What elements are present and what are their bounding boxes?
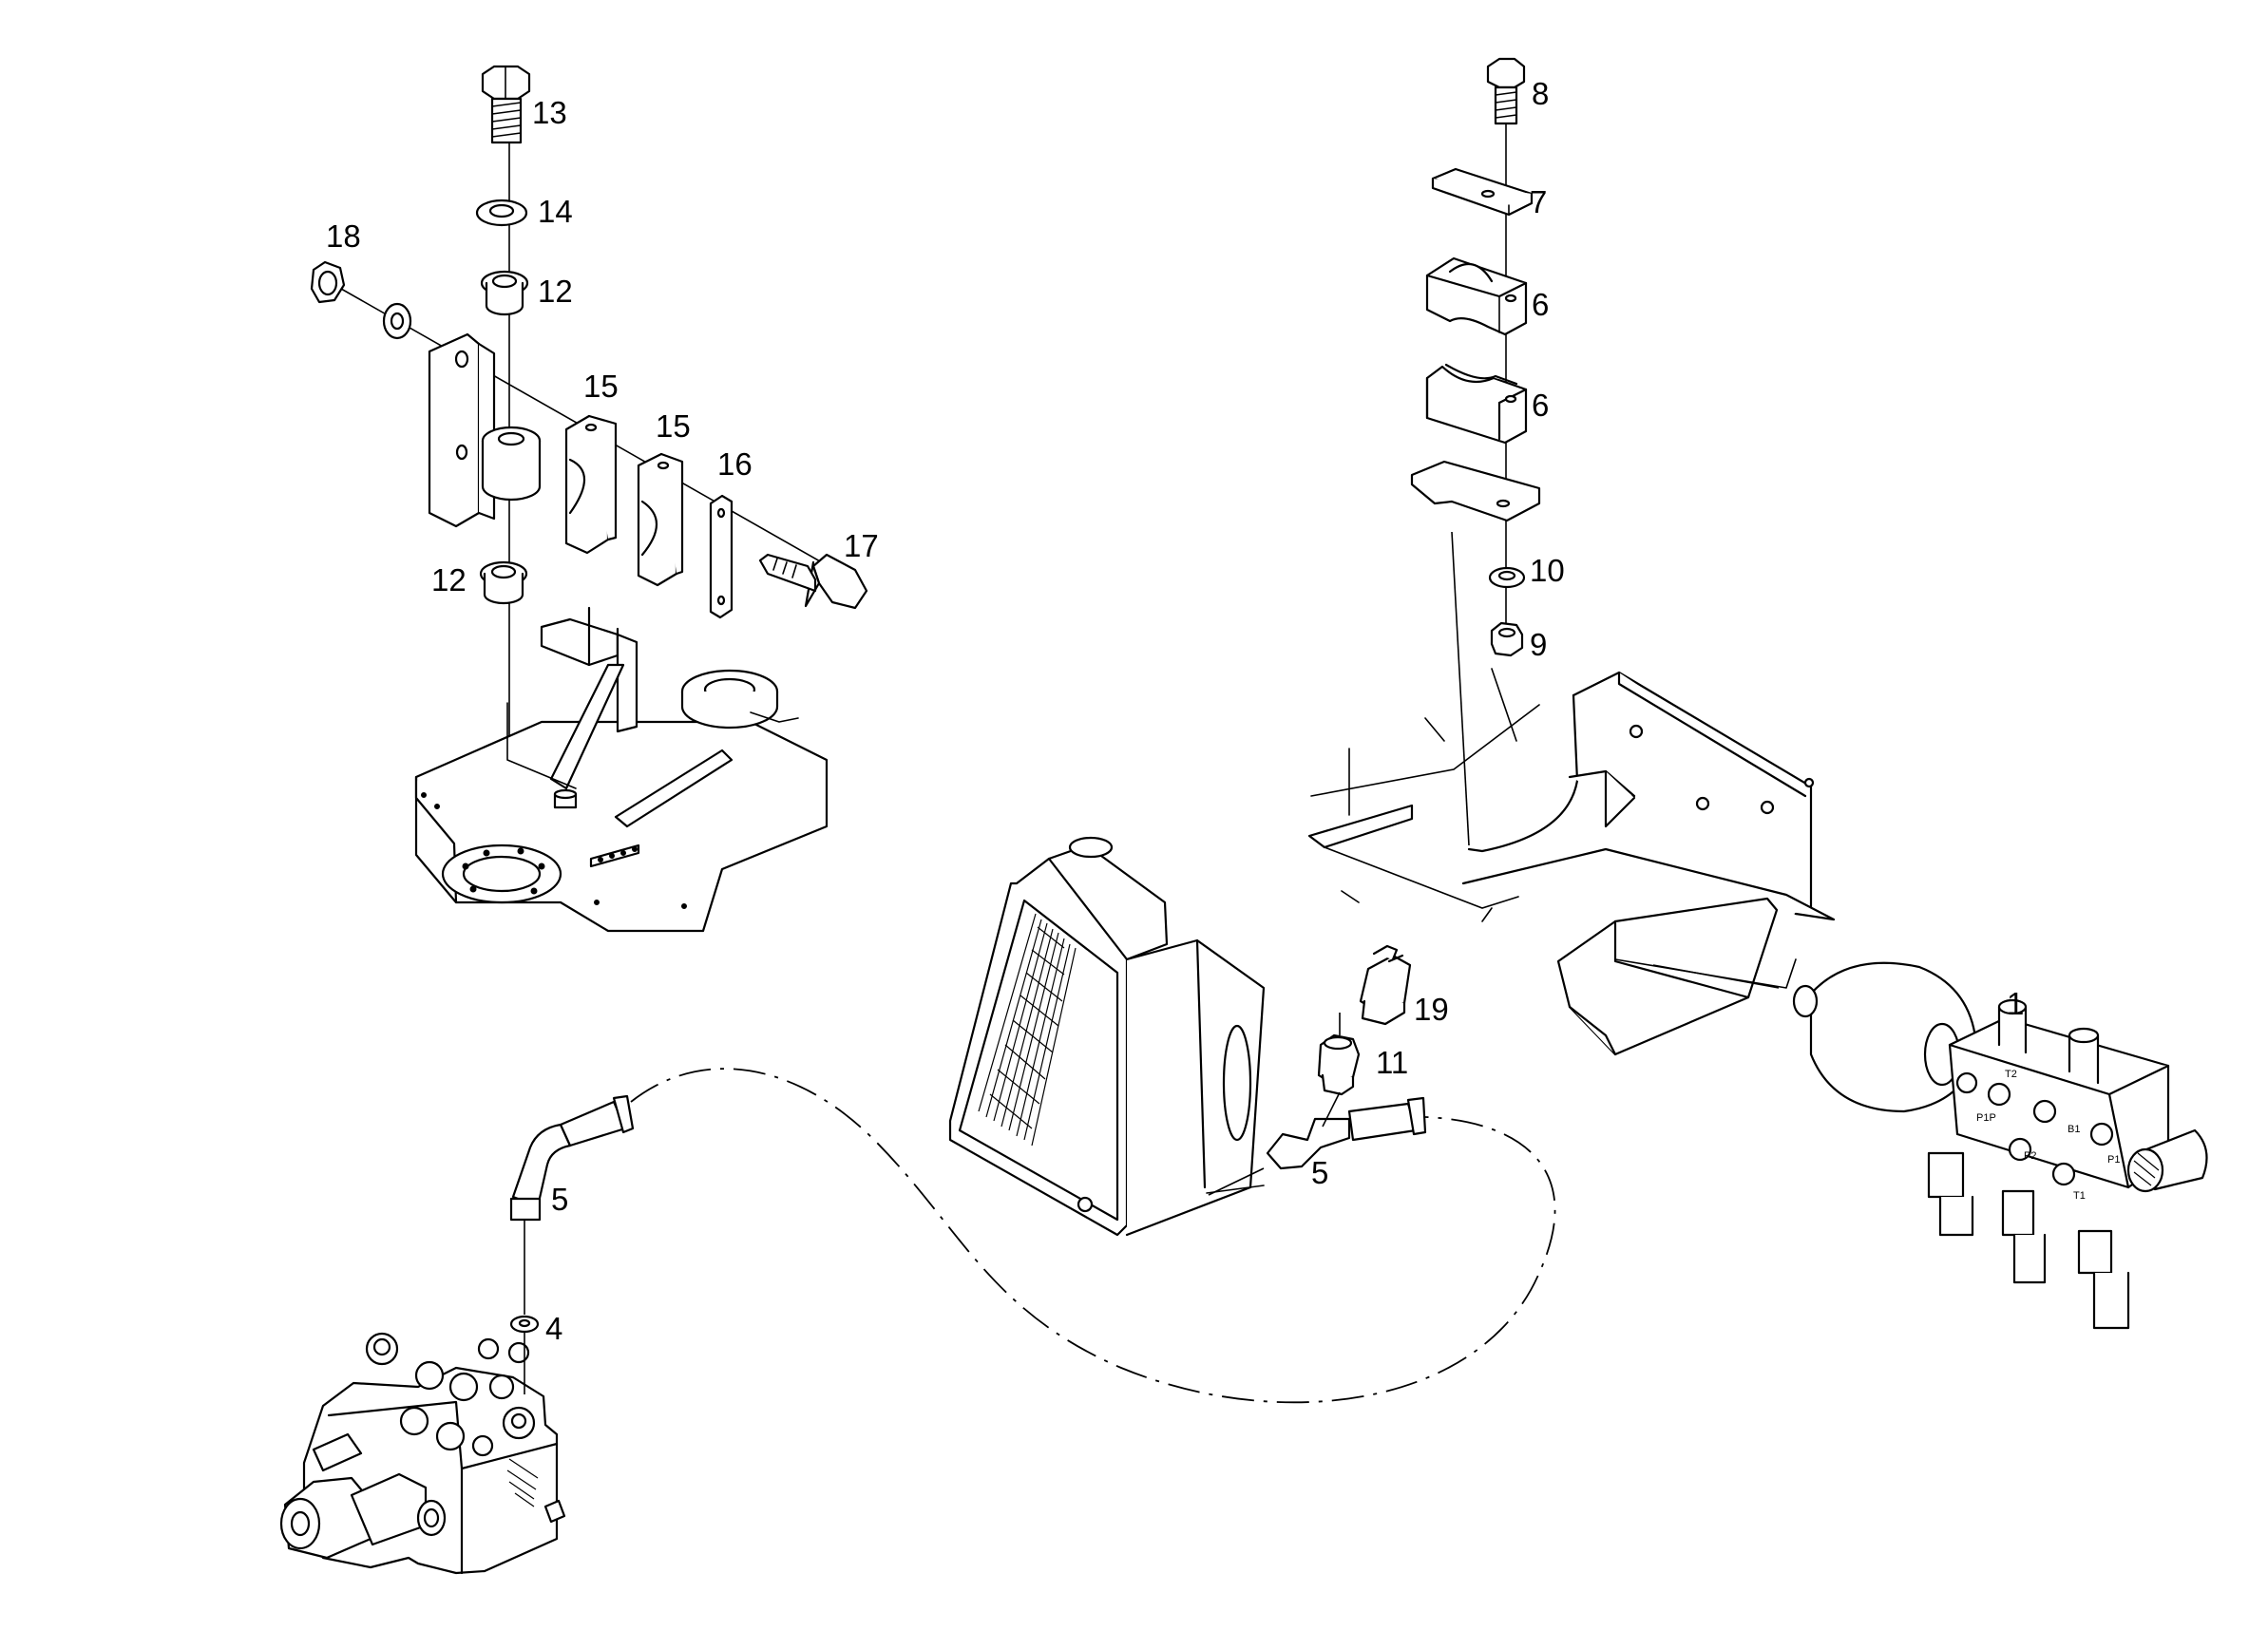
- port-label-p1: P1: [2107, 1154, 2120, 1166]
- callout-17: 17: [844, 528, 879, 563]
- callout-8: 8: [1532, 76, 1549, 111]
- plate-16: [709, 494, 734, 619]
- port-label-t2: T2: [2005, 1069, 2017, 1080]
- washer-10: [1488, 566, 1526, 589]
- hose-end-5-right: [1266, 1096, 1427, 1170]
- callout-6-lower: 6: [1532, 388, 1549, 423]
- callout-15-b: 15: [656, 408, 691, 444]
- pivot-bracket-assembly: [310, 65, 868, 933]
- port-label-p1p: P1P: [1976, 1112, 1996, 1124]
- bushing-12-upper: [480, 270, 529, 316]
- nut-9: [1490, 621, 1524, 657]
- switch-19: [1359, 944, 1412, 1026]
- bolt-8: [1486, 57, 1526, 125]
- port-label-b1: B1: [2068, 1124, 2080, 1135]
- callout-11: 11: [1376, 1045, 1408, 1080]
- port-label-p2: P2: [2024, 1150, 2036, 1162]
- callout-10: 10: [1530, 553, 1565, 588]
- bracket-plate: [428, 332, 542, 528]
- clamp-15b: [637, 452, 684, 587]
- clamp-stack-assembly: P1P T2 P2 B1 P1 T1: [1307, 57, 2208, 1330]
- clamp-6-upper: [1425, 256, 1528, 336]
- callout-4: 4: [545, 1311, 562, 1346]
- plate-7: [1431, 167, 1534, 217]
- bolt-17: [758, 553, 868, 610]
- callout-12-lower: 12: [431, 562, 467, 597]
- clamp-15a: [564, 414, 618, 555]
- callout-5-right: 5: [1311, 1155, 1328, 1190]
- valve-block-1: P1P T2 P2 B1 P1 T1: [1792, 961, 2208, 1330]
- adapter-11: [1317, 1033, 1361, 1096]
- chassis-frame: [1307, 531, 1836, 1056]
- callout-14: 14: [538, 194, 573, 229]
- callout-13: 13: [532, 95, 567, 130]
- hose-end-5-left: [509, 1094, 635, 1222]
- washer-4: [509, 1315, 540, 1334]
- callout-16: 16: [717, 446, 753, 482]
- callout-7: 7: [1530, 184, 1547, 219]
- mount-bracket: [1410, 460, 1541, 522]
- bushing-12-lower: [479, 560, 528, 605]
- hose-assembly: [509, 944, 1556, 1404]
- callout-18: 18: [326, 218, 361, 254]
- oil-cooler: [948, 836, 1266, 1237]
- callout-12-upper: 12: [538, 274, 573, 309]
- port-label-t1: T1: [2073, 1190, 2086, 1202]
- callout-15-a: 15: [583, 369, 619, 404]
- callout-1: 1: [2007, 986, 2024, 1021]
- callout-9: 9: [1530, 627, 1547, 662]
- callout-19: 19: [1414, 992, 1449, 1027]
- control-valve-assembly: [279, 1315, 566, 1575]
- washer-18: [382, 302, 412, 340]
- washer-14: [475, 199, 528, 227]
- clamp-6-lower: [1425, 363, 1528, 445]
- bolt-13: [481, 65, 531, 144]
- callout-5-left: 5: [551, 1182, 568, 1217]
- pivot-frame: [414, 606, 829, 933]
- nut-18: [310, 260, 346, 304]
- callout-6-upper: 6: [1532, 287, 1549, 322]
